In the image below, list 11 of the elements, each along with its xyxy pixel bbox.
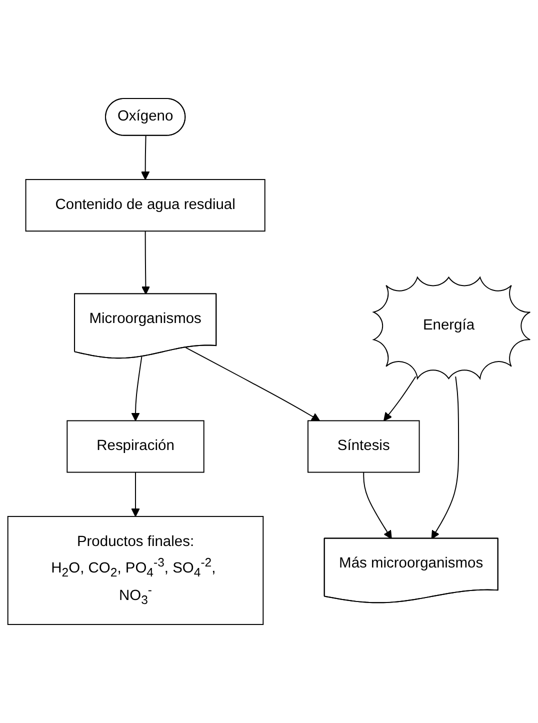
arrow bbox=[141, 135, 150, 180]
node-box: Contenido de agua resdiual bbox=[25, 179, 266, 232]
node-box: Síntesis bbox=[307, 420, 420, 473]
arrow bbox=[141, 230, 150, 295]
arrow bbox=[363, 472, 392, 540]
arrow bbox=[384, 376, 416, 422]
arrow bbox=[131, 472, 140, 517]
arrow bbox=[185, 347, 320, 422]
arrow bbox=[431, 376, 460, 540]
arrow bbox=[131, 356, 142, 422]
node-box: Respiración bbox=[66, 420, 204, 473]
